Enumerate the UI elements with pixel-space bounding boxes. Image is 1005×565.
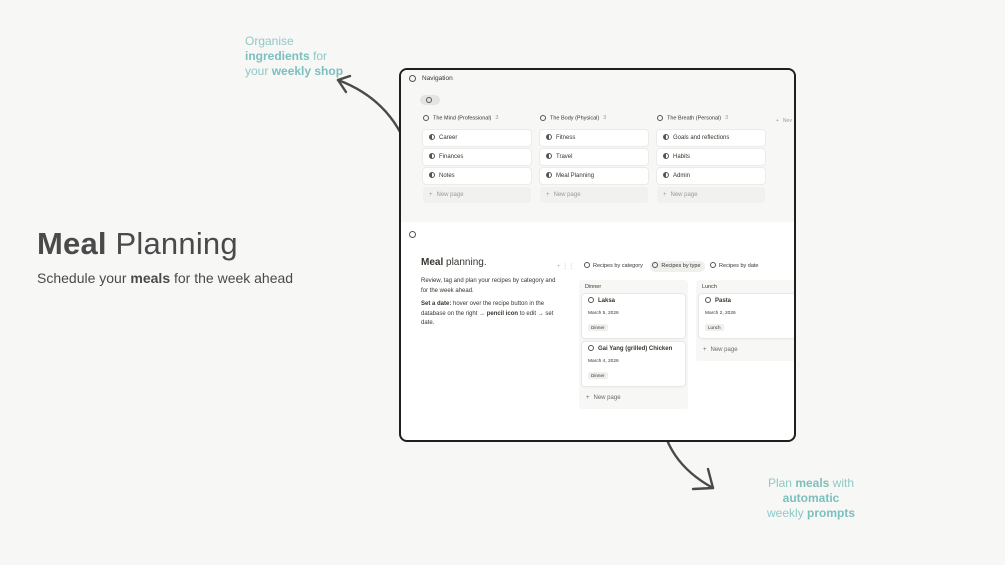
new-page-button[interactable]: +New page [540,187,648,203]
recipe-date: March 2, 2026 [705,311,736,317]
group-dinner: Dinner Laksa March 5, 2026 Dinner Gai Ya… [579,280,688,410]
recipe-circle-icon [588,297,594,303]
circle-icon [426,97,432,103]
column-header: The Body (Physical)3 [540,115,648,127]
status-circle-icon [657,115,663,121]
block-tools[interactable]: + ⋮⋮ [557,264,575,270]
status-circle-icon [540,115,546,121]
card-fitness[interactable]: Fitness [540,130,648,146]
half-circle-icon [546,152,552,159]
new-group-button[interactable]: +Nev [776,118,792,124]
group-lunch: Lunch Pasta March 2, 2026 Lunch +New pag… [696,280,794,362]
half-circle-icon [429,152,435,159]
group-header: Dinner [585,284,602,290]
recipe-card-laksa[interactable]: Laksa March 5, 2026 Dinner [582,294,685,339]
recipe-tag: Dinner [588,372,608,380]
recipe-tag: Lunch [705,324,724,332]
recipe-date: March 5, 2026 [588,311,619,317]
recipe-tag: Dinner [588,324,608,332]
hero-subtitle: Schedule your meals for the week ahead [37,270,294,286]
note-organise-ingredients: Organise ingredients for your weekly sho… [245,34,344,78]
page-circle-icon [409,75,416,82]
recipe-circle-icon [705,297,711,303]
view-toggle-button[interactable] [420,95,440,105]
new-page-button[interactable]: +New page [657,187,765,203]
tab-recipes-by-type[interactable]: Recipes by type [650,261,705,272]
recipe-date: March 4, 2026 [588,359,619,365]
group-header: Lunch [702,284,717,290]
arrow-top-left [336,78,407,144]
card-habits[interactable]: Habits [657,149,765,165]
view-circle-icon [652,262,659,269]
column-header: The Breath (Personal)3 [657,115,765,127]
board-column-breath: The Breath (Personal)3 Goals and reflect… [657,115,765,203]
recipe-circle-icon [588,345,594,352]
column-header: The Mind (Professional)3 [423,115,531,127]
card-career[interactable]: Career [423,130,531,146]
navigation-header[interactable]: Navigation [409,75,453,82]
board-column-mind: The Mind (Professional)3 Career Finances… [423,115,531,203]
view-circle-icon [710,262,717,269]
tab-recipes-by-category[interactable]: Recipes by category [582,261,647,272]
half-circle-icon [429,133,435,140]
card-finances[interactable]: Finances [423,149,531,165]
hero-title: Meal Planning [37,226,238,261]
note-plan-meals: Plan meals with automatic weekly prompts [766,476,855,520]
view-circle-icon [584,262,590,269]
new-page-button[interactable]: +New page [586,395,621,402]
recipe-card-gai-yang[interactable]: Gai Yang (grilled) Chicken March 4, 2026… [582,342,685,387]
half-circle-icon [663,133,669,140]
arrowhead-bottom-right [691,467,715,491]
card-travel[interactable]: Travel [540,149,648,165]
navigation-section: Navigation +Nev The Mind (Professional)3… [401,70,794,222]
notion-window: Navigation +Nev The Mind (Professional)3… [399,68,796,442]
new-page-button[interactable]: +New page [423,187,531,203]
card-meal-planning[interactable]: Meal Planning [540,168,648,184]
half-circle-icon [546,171,552,178]
meal-page-circle-icon [409,231,416,238]
half-circle-icon [429,171,435,178]
card-goals-and-reflections[interactable]: Goals and reflections [657,130,765,146]
half-circle-icon [546,133,552,140]
meal-planning-heading: Meal planning. [421,257,487,268]
half-circle-icon [663,171,669,178]
database-view-tabs: Recipes by category Recipes by type Reci… [582,261,765,272]
half-circle-icon [663,152,669,159]
new-page-button[interactable]: +New page [703,347,738,354]
card-admin[interactable]: Admin [657,168,765,184]
recipe-card-pasta[interactable]: Pasta March 2, 2026 Lunch [699,294,794,339]
card-notes[interactable]: Notes [423,168,531,184]
meal-description: Review, tag and plan your recipes by cat… [421,278,556,326]
status-circle-icon [423,115,429,121]
board-column-body: The Body (Physical)3 Fitness Travel Meal… [540,115,648,203]
tab-recipes-by-date[interactable]: Recipes by date [708,261,762,272]
